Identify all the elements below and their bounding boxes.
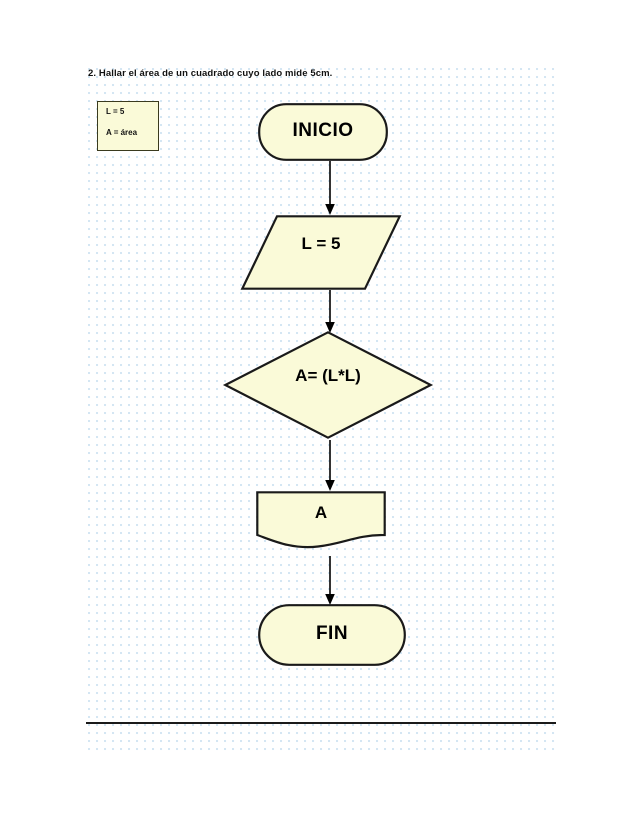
connector-process-to-output — [319, 440, 341, 492]
footer-divider — [86, 722, 556, 724]
arrow-down-icon — [325, 290, 335, 333]
connector-input-to-process — [319, 290, 341, 334]
terminator-shape-icon — [258, 604, 406, 666]
arrow-down-icon — [325, 161, 335, 215]
flowchart-node-output[interactable]: A — [256, 491, 386, 549]
page-title: 2. Hallar el área de un cuadrado cuyo la… — [88, 68, 333, 79]
legend-line-variable-a: A = área — [106, 128, 138, 137]
flowchart-node-process[interactable]: A= (L*L) — [222, 331, 434, 439]
flowchart-node-fin[interactable]: FIN — [258, 604, 406, 666]
arrow-down-icon — [325, 440, 335, 491]
arrow-down-icon — [325, 556, 335, 605]
terminator-shape-icon — [258, 103, 388, 161]
flowchart-node-input[interactable]: L = 5 — [240, 215, 402, 290]
legend-line-variable-l: L = 5 — [106, 107, 125, 116]
variable-legend: L = 5 A = área — [97, 101, 159, 151]
flowchart-node-inicio[interactable]: INICIO — [258, 103, 388, 161]
diamond-shape-icon — [222, 331, 434, 439]
connector-output-to-fin — [319, 556, 341, 606]
parallelogram-shape-icon — [240, 215, 402, 290]
document-shape-icon — [256, 491, 386, 549]
connector-inicio-to-input — [319, 161, 341, 216]
